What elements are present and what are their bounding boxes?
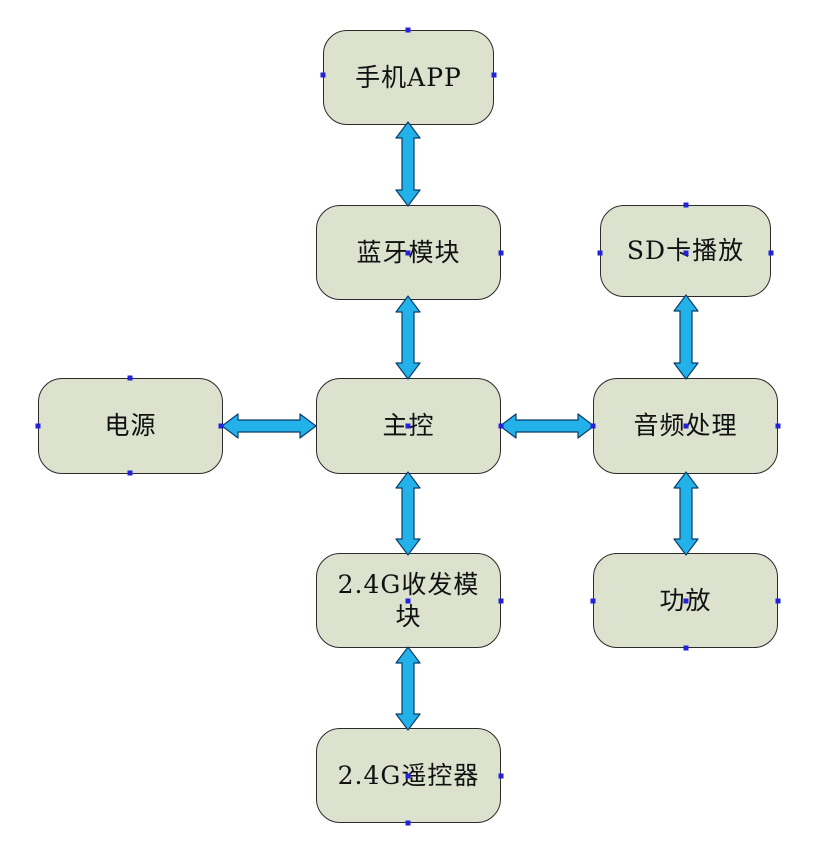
node-transceiver-24g: 2.4G收发模块 [316,553,501,648]
node-label-sd-card-playback: SD卡播放 [626,236,745,265]
node-power-supply: 电源 [38,378,223,474]
double-arrow-main-audio [499,413,595,439]
node-label-power-supply: 电源 [104,411,157,440]
double-arrow-power-main [221,413,317,439]
node-remote-24g: 2.4G遥控器 [316,728,501,823]
connector-power-main [221,413,317,439]
node-bluetooth-module: 蓝牙模块 [316,205,501,300]
node-power-amplifier: 功放 [593,553,778,648]
connector-main-audio [499,413,595,439]
connector-audio-amplifier [673,471,699,556]
double-arrow-audio-amplifier [673,471,699,556]
double-arrow-transceiver-remote [395,646,421,731]
double-arrow-sd-audio [673,294,699,380]
double-arrow-phone-bluetooth [395,121,421,207]
node-label-remote-24g: 2.4G遥控器 [337,760,480,790]
double-arrow-bluetooth-main [395,295,421,380]
node-main-controller: 主控 [316,378,501,474]
node-label-transceiver-24g: 2.4G收发模块 [337,569,480,631]
connector-bluetooth-main [395,295,421,380]
node-label-main-controller: 主控 [382,411,435,440]
connector-transceiver-remote [395,646,421,731]
connector-phone-bluetooth [395,121,421,207]
node-label-phone-app: 手机APP [355,62,462,92]
node-label-power-amplifier: 功放 [659,585,712,615]
node-audio-processing: 音频处理 [593,378,778,474]
node-label-bluetooth-module: 蓝牙模块 [356,237,461,267]
node-label-audio-processing: 音频处理 [633,411,738,440]
connector-main-transceiver [395,471,421,556]
double-arrow-main-transceiver [395,471,421,556]
connector-sd-audio [673,294,699,380]
node-phone-app: 手机APP [323,30,494,125]
node-sd-card-playback: SD卡播放 [600,205,771,297]
